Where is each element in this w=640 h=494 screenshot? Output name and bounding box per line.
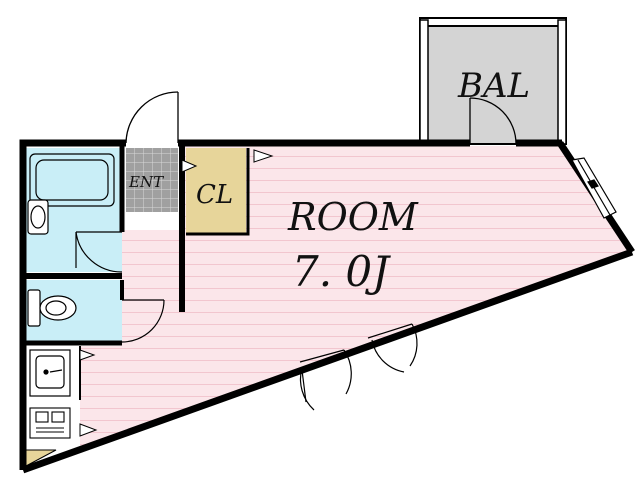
window-door-left: [299, 349, 352, 411]
stove: [29, 407, 71, 439]
washbasin: [27, 199, 49, 235]
balcony-label: BAL: [457, 66, 530, 106]
outlet-markers: [79, 149, 274, 437]
walls: [19, 139, 635, 474]
closet: [186, 148, 246, 234]
toilet-door: [121, 299, 165, 343]
room-label: ROOM: [287, 195, 419, 239]
toilet: [27, 289, 77, 327]
entrance-door: [125, 91, 179, 144]
room-size-label: 7. 0J: [292, 247, 391, 296]
bathroom-door: [75, 231, 123, 273]
window-door-right: [367, 323, 418, 373]
entrance-label: ENT: [128, 173, 164, 191]
closet-label: CL: [196, 180, 233, 210]
right-window: [571, 157, 617, 219]
storage-corner: [25, 449, 57, 467]
entrance: [126, 148, 178, 212]
bathtub: [29, 153, 115, 207]
kitchen-sink: [29, 349, 71, 397]
balcony: [419, 17, 567, 145]
